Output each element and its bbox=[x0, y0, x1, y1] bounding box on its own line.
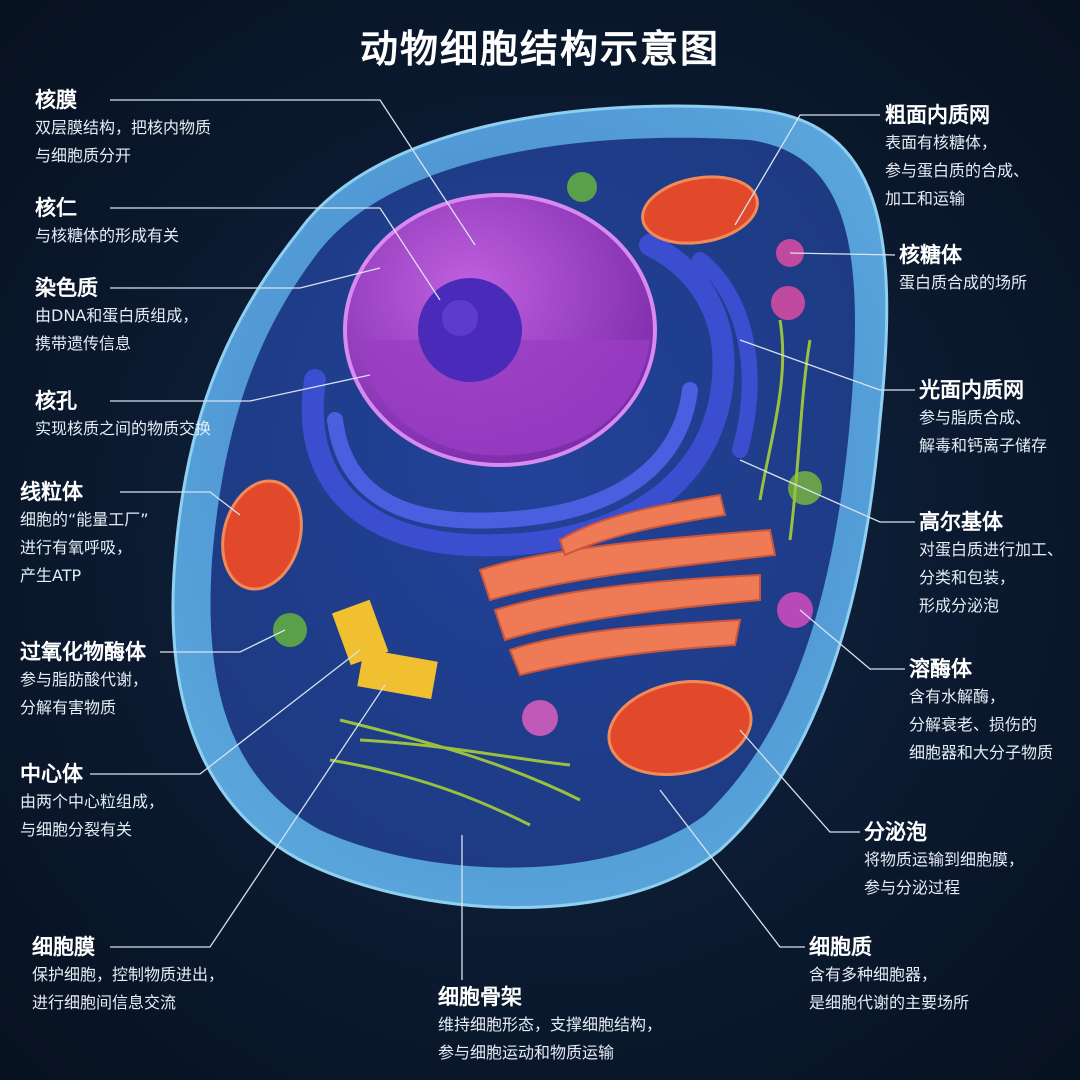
label-desc: 加工和运输 bbox=[885, 189, 966, 208]
label-desc: 分解有害物质 bbox=[20, 698, 117, 717]
golgi-apparatus bbox=[478, 493, 777, 677]
label-title: 光面内质网 bbox=[919, 378, 1024, 402]
label-desc: 将物质运输到细胞膜， bbox=[864, 850, 1025, 869]
label-desc: 参与脂质合成、 bbox=[919, 408, 1032, 427]
label-title: 核仁 bbox=[35, 196, 77, 220]
label-desc: 维持细胞形态，支撑细胞结构， bbox=[438, 1015, 663, 1034]
label-peroxisome: 过氧化物酶体 参与脂肪酸代谢， 分解有害物质 bbox=[20, 638, 148, 722]
label-secretory-vesicle: 分泌泡 将物质运输到细胞膜， 参与分泌过程 bbox=[864, 818, 1024, 902]
label-title: 粗面内质网 bbox=[885, 103, 990, 127]
label-title: 溶酶体 bbox=[909, 657, 972, 681]
label-title: 高尔基体 bbox=[919, 510, 1003, 534]
label-lysosome: 溶酶体 含有水解酶， 分解衰老、损伤的 细胞器和大分子物质 bbox=[909, 655, 1053, 767]
label-title: 分泌泡 bbox=[864, 820, 927, 844]
label-title: 线粒体 bbox=[20, 480, 83, 504]
label-desc: 与核糖体的形成有关 bbox=[35, 226, 180, 245]
label-desc: 产生ATP bbox=[20, 566, 82, 585]
label-desc: 保护细胞，控制物质进出， bbox=[32, 965, 225, 984]
label-rough-er: 粗面内质网 表面有核糖体， 参与蛋白质的合成、 加工和运输 bbox=[885, 101, 1029, 213]
label-nuclear-envelope: 核膜 双层膜结构，把核内物质 与细胞质分开 bbox=[35, 86, 211, 170]
label-title: 细胞骨架 bbox=[438, 985, 522, 1009]
label-title: 染色质 bbox=[35, 276, 98, 300]
label-desc: 进行细胞间信息交流 bbox=[32, 993, 177, 1012]
label-desc: 双层膜结构，把核内物质 bbox=[35, 118, 212, 137]
nucleus bbox=[343, 193, 657, 467]
label-desc: 形成分泌泡 bbox=[919, 596, 1000, 615]
label-title: 中心体 bbox=[20, 762, 83, 786]
label-desc: 携带遗传信息 bbox=[35, 334, 132, 353]
label-nucleolus: 核仁 与核糖体的形成有关 bbox=[35, 194, 179, 250]
cytoskeleton-fibers bbox=[329, 319, 812, 827]
label-desc: 参与脂肪酸代谢， bbox=[20, 670, 149, 689]
label-golgi: 高尔基体 对蛋白质进行加工、 分类和包装， 形成分泌泡 bbox=[919, 508, 1063, 620]
label-desc: 细胞的“能量工厂” bbox=[20, 510, 149, 529]
label-desc: 参与蛋白质的合成、 bbox=[885, 161, 1030, 180]
label-desc: 含有水解酶， bbox=[909, 687, 1006, 706]
label-desc: 由两个中心粒组成， bbox=[20, 792, 165, 811]
mitochondria bbox=[221, 175, 759, 776]
label-desc: 与细胞分裂有关 bbox=[20, 820, 133, 839]
label-desc: 参与分泌过程 bbox=[864, 878, 961, 897]
centrosome bbox=[331, 599, 438, 700]
label-title: 核糖体 bbox=[899, 243, 962, 267]
label-title: 细胞膜 bbox=[32, 935, 95, 959]
label-desc: 分类和包装， bbox=[919, 568, 1016, 587]
label-desc: 进行有氧呼吸， bbox=[20, 538, 133, 557]
label-title: 核膜 bbox=[35, 88, 77, 112]
leader-lines bbox=[90, 99, 915, 980]
label-cytoskeleton: 细胞骨架 维持细胞形态，支撑细胞结构， 参与细胞运动和物质运输 bbox=[438, 983, 662, 1067]
label-desc: 分解衰老、损伤的 bbox=[909, 715, 1038, 734]
label-desc: 表面有核糖体， bbox=[885, 133, 998, 152]
label-desc: 由DNA和蛋白质组成， bbox=[35, 306, 199, 325]
label-chromatin: 染色质 由DNA和蛋白质组成， 携带遗传信息 bbox=[35, 274, 198, 358]
label-cytoplasm: 细胞质 含有多种细胞器， 是细胞代谢的主要场所 bbox=[809, 933, 969, 1017]
label-ribosome: 核糖体 蛋白质合成的场所 bbox=[899, 241, 1027, 297]
label-desc: 对蛋白质进行加工、 bbox=[919, 540, 1064, 559]
label-desc: 解毒和钙离子储存 bbox=[919, 436, 1048, 455]
label-centrosome: 中心体 由两个中心粒组成， 与细胞分裂有关 bbox=[20, 760, 164, 844]
page-title: 动物细胞结构示意图 bbox=[359, 27, 720, 71]
label-desc: 是细胞代谢的主要场所 bbox=[809, 993, 970, 1012]
label-title: 细胞质 bbox=[809, 935, 872, 959]
label-mitochondrion: 线粒体 细胞的“能量工厂” 进行有氧呼吸， 产生ATP bbox=[20, 478, 149, 590]
label-cell-membrane: 细胞膜 保护细胞，控制物质进出， 进行细胞间信息交流 bbox=[32, 933, 224, 1017]
label-desc: 参与细胞运动和物质运输 bbox=[438, 1043, 615, 1062]
label-desc: 蛋白质合成的场所 bbox=[899, 273, 1028, 292]
label-title: 核孔 bbox=[35, 389, 77, 413]
label-desc: 细胞器和大分子物质 bbox=[909, 743, 1054, 762]
label-nuclear-pore: 核孔 实现核质之间的物质交换 bbox=[35, 387, 211, 443]
label-desc: 含有多种细胞器， bbox=[809, 965, 938, 984]
label-smooth-er: 光面内质网 参与脂质合成、 解毒和钙离子储存 bbox=[919, 376, 1047, 460]
label-title: 过氧化物酶体 bbox=[20, 640, 146, 664]
label-desc: 与细胞质分开 bbox=[35, 146, 132, 165]
label-desc: 实现核质之间的物质交换 bbox=[35, 419, 212, 438]
